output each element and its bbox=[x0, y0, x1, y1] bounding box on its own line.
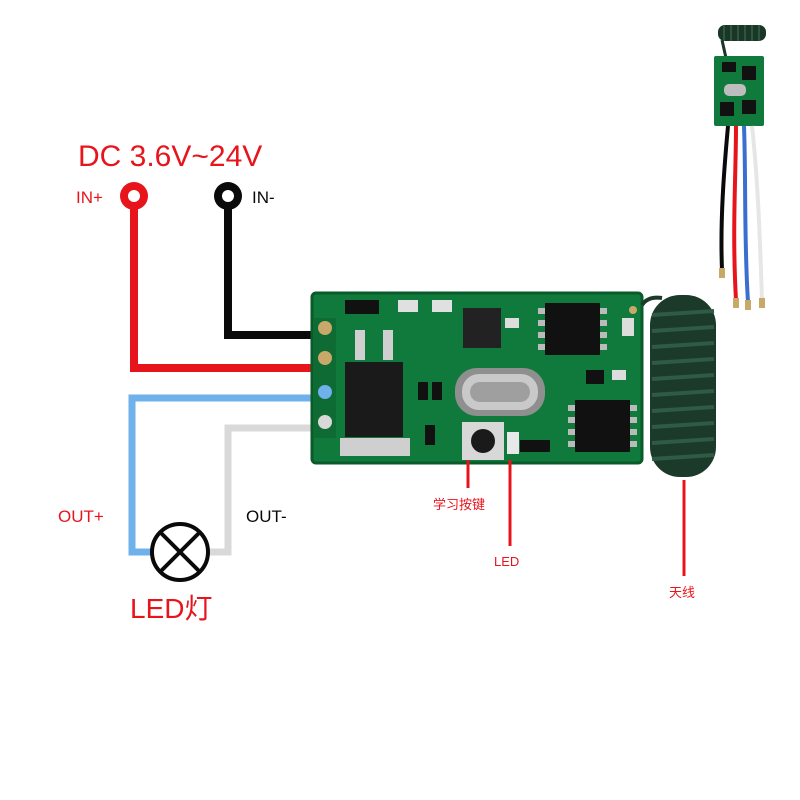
supply-voltage-label: DC 3.6V~24V bbox=[78, 140, 262, 173]
antenna-coil bbox=[640, 295, 716, 477]
out-positive-wire bbox=[128, 394, 318, 556]
out-positive-label: OUT+ bbox=[58, 507, 104, 526]
power-transistor bbox=[340, 330, 410, 456]
out-negative-wire bbox=[208, 424, 318, 556]
learn-button-callout: 学习按键 bbox=[433, 497, 485, 512]
antenna-callout: 天线 bbox=[669, 585, 695, 600]
learn-button bbox=[462, 422, 504, 460]
in-positive-terminal bbox=[120, 182, 148, 210]
board-led bbox=[507, 432, 519, 454]
in-negative-wire bbox=[224, 202, 318, 339]
ic-chip-bottom bbox=[568, 400, 637, 452]
in-negative-label: IN- bbox=[252, 188, 275, 207]
led-callout: LED bbox=[494, 554, 519, 569]
in-positive-wire bbox=[130, 202, 318, 372]
in-negative-terminal bbox=[214, 182, 242, 210]
crystal-oscillator bbox=[455, 368, 545, 416]
lamp-icon bbox=[150, 522, 210, 582]
product-photo bbox=[714, 25, 766, 310]
in-positive-label: IN+ bbox=[76, 188, 103, 207]
out-negative-label: OUT- bbox=[246, 507, 287, 526]
lamp-label: LED灯 bbox=[130, 593, 212, 624]
receiver-board bbox=[310, 291, 644, 465]
ic-chip-top bbox=[538, 303, 607, 355]
